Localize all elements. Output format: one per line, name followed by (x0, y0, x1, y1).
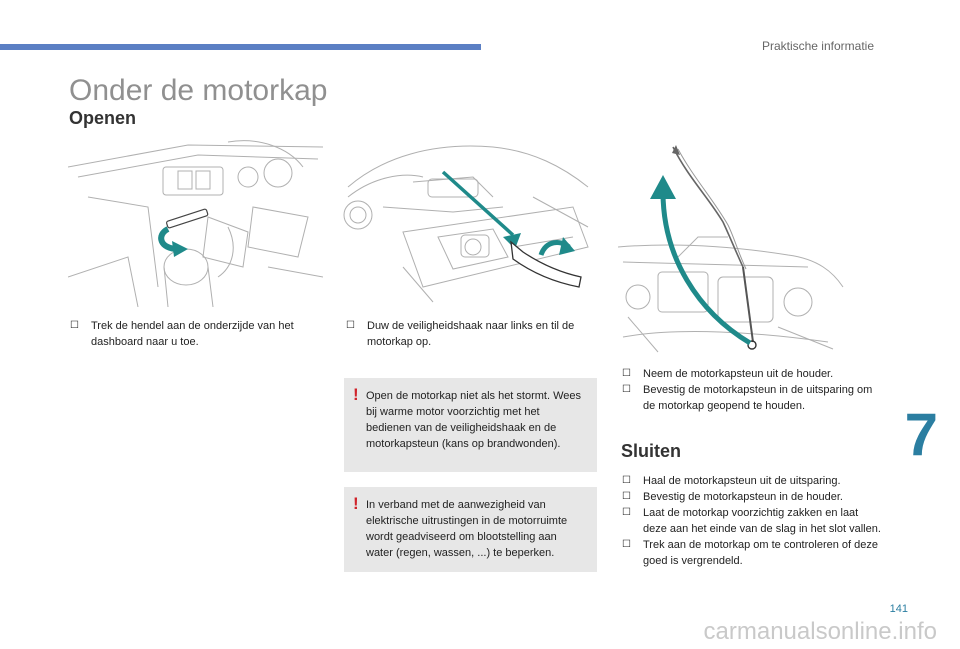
section-label: Praktische informatie (761, 39, 874, 53)
heading-sluiten: Sluiten (621, 441, 682, 461)
checkbox-icon: ☐ (622, 507, 631, 518)
steps-safety-catch: ☐ Duw de veiligheidshaak naar links en t… (346, 318, 598, 350)
warning-icon: ! (353, 385, 359, 404)
step-text: Laat de motorkap voorzichtig zakken en l… (643, 507, 881, 535)
warning-icon: ! (353, 494, 359, 513)
step-store-stay: ☐ Bevestig de motorkapsteun in de houder… (622, 489, 884, 505)
checkbox-icon: ☐ (622, 368, 631, 379)
step-text: Duw de veiligheidshaak naar links en til… (367, 320, 575, 348)
checkbox-icon: ☐ (622, 384, 631, 395)
chapter-number: 7 (904, 401, 938, 468)
warning-text: In verband met de aanwezigheid van elekt… (366, 499, 568, 559)
warning-text: Open de motorkap niet als het stormt. We… (366, 390, 582, 450)
step-text: Haal de motorkapsteun uit de uitsparing. (643, 475, 841, 487)
step-text: Bevestig de motorkapsteun in de houder. (643, 491, 843, 503)
step-text: Neem de motorkapsteun uit de houder. (643, 368, 834, 380)
page-number: 141 (889, 603, 908, 615)
page-title: Onder de motorkap (69, 74, 328, 107)
steps-bonnet-stay: ☐ Neem de motorkapsteun uit de houder. ☐… (622, 366, 884, 414)
step-text: Trek aan de motorkap om te controleren o… (643, 539, 878, 567)
watermark: carmanualsonline.info (703, 618, 937, 645)
steps-closing: ☐ Haal de motorkapsteun uit de uitsparin… (622, 473, 884, 569)
checkbox-icon: ☐ (622, 539, 631, 550)
step-pull-lever: ☐ Trek de hendel aan de onderzijde van h… (70, 318, 320, 350)
heading-openen: Openen (69, 108, 137, 128)
step-lower-bonnet: ☐ Laat de motorkap voorzichtig zakken en… (622, 505, 884, 537)
step-text: Bevestig de motorkapsteun in de uitspari… (643, 384, 873, 412)
illustration-bonnet-stay (618, 137, 846, 359)
warning-water: ! In verband met de aanwezigheid van ele… (344, 487, 597, 572)
step-release-stay: ☐ Haal de motorkapsteun uit de uitsparin… (622, 473, 884, 489)
header-accent-bar (0, 44, 481, 50)
step-text: Trek de hendel aan de onderzijde van het… (91, 320, 294, 348)
warning-storm: ! Open de motorkap niet als het stormt. … (344, 378, 597, 472)
illustration-safety-catch (343, 137, 598, 307)
step-check-lock: ☐ Trek aan de motorkap om te controleren… (622, 537, 884, 569)
steps-dashboard-lever: ☐ Trek de hendel aan de onderzijde van h… (70, 318, 320, 350)
step-push-catch: ☐ Duw de veiligheidshaak naar links en t… (346, 318, 598, 350)
step-fix-stay: ☐ Bevestig de motorkapsteun in de uitspa… (622, 382, 884, 414)
checkbox-icon: ☐ (622, 475, 631, 486)
checkbox-icon: ☐ (70, 320, 79, 331)
checkbox-icon: ☐ (622, 491, 631, 502)
illustration-dashboard-lever (68, 137, 323, 307)
checkbox-icon: ☐ (346, 320, 355, 331)
step-remove-stay: ☐ Neem de motorkapsteun uit de houder. (622, 366, 884, 382)
